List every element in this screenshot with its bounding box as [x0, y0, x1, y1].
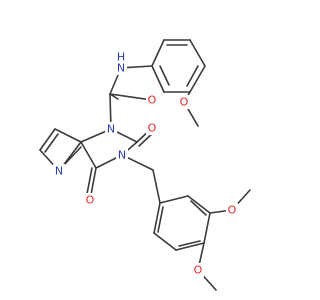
bond-line: [151, 39, 165, 67]
atom-label-n3: N: [118, 149, 126, 162]
atom-labels: N H O O N O N O: [53, 51, 238, 277]
bond-line: [203, 212, 211, 244]
bond-line: [109, 93, 153, 101]
atom-c2-oxygen: O: [146, 121, 158, 135]
bond-line: [80, 141, 97, 169]
bond-line: [178, 240, 201, 247]
bond-line: [159, 195, 189, 204]
molecule-structure: N H O O N O N O: [39, 39, 251, 291]
atom-label-amide-n: N: [117, 62, 125, 75]
atom-n1: N: [105, 122, 117, 136]
atom-amide-oxygen: O: [146, 93, 158, 107]
bond-line: [189, 39, 206, 67]
atom-label-anisole-o: O: [180, 96, 189, 109]
bond-line: [190, 200, 207, 216]
atom-amide-hydrogen: H: [116, 51, 126, 64]
atom-methoxy-oxygen-1: O: [226, 203, 238, 217]
bond-line: [62, 146, 82, 167]
atom-label-methoxy-o-2: O: [194, 264, 203, 277]
bond-line: [175, 242, 205, 251]
bond-line: [187, 195, 211, 214]
bond-line: [157, 206, 164, 233]
bond-line: [153, 202, 161, 234]
atom-amide-nitrogen: N: [115, 61, 127, 75]
atom-label-amide-o: O: [148, 94, 157, 107]
bond-line: [151, 65, 165, 93]
atom-label-c2-o: O: [148, 122, 157, 135]
bond-line: [54, 128, 82, 143]
atom-anisole-oxygen: O: [178, 95, 190, 109]
bond-lines: [39, 39, 251, 291]
atom-label-amide-h: H: [117, 51, 125, 64]
atom-methoxy-oxygen-2: O: [192, 263, 204, 277]
bond-line: [189, 65, 206, 93]
bond-line: [186, 65, 199, 87]
bond-line: [44, 133, 59, 153]
bond-line: [39, 128, 56, 151]
atom-pyridine-nitrogen: N: [53, 164, 65, 178]
atom-label-methoxy-o-1: O: [228, 204, 237, 217]
atom-label-n1: N: [107, 123, 115, 136]
bond-line: [153, 232, 177, 251]
bond-line: [109, 93, 119, 100]
atom-label-c4-o: O: [86, 194, 95, 207]
atom-c4-oxygen: O: [84, 193, 96, 207]
atom-n3: N: [116, 148, 128, 162]
atom-label-pyridine-n: N: [55, 165, 63, 178]
bond-line: [159, 65, 170, 86]
bond-line: [152, 169, 161, 204]
